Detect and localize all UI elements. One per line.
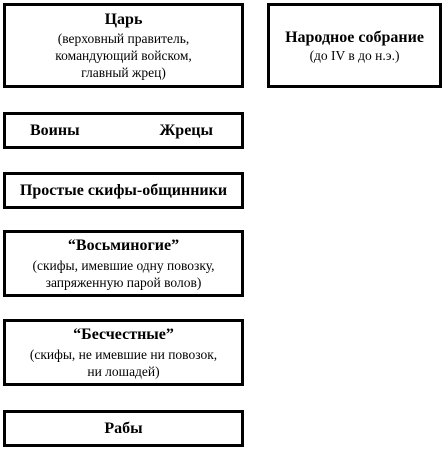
- dishonored-title: “Бесчестные”: [73, 326, 174, 343]
- dishonored-desc-line-2: ни лошадей): [87, 364, 160, 379]
- assembly-box: Народное собрание (до IV в до н.э.): [267, 3, 442, 88]
- warriors-priests-box: Воины Жрецы: [3, 112, 244, 149]
- tsar-desc-line-3: главный жрец): [81, 65, 166, 80]
- tsar-desc-line-2: командующий войском,: [55, 48, 192, 63]
- warriors-label: Воины: [30, 122, 80, 139]
- assembly-note: (до IV в до н.э.): [309, 47, 400, 63]
- assembly-title: Народное собрание: [285, 28, 424, 46]
- tsar-title: Царь: [104, 11, 143, 28]
- tsar-desc-line-1: (верховный правитель,: [57, 31, 190, 46]
- commoners-title: Простые скифы-общинники: [19, 182, 228, 199]
- slaves-title: Рабы: [104, 420, 143, 437]
- eight-legged-title: “Восьминогие”: [67, 237, 180, 254]
- eight-legged-desc-line-2: запряженную парой волов): [45, 275, 202, 290]
- dishonored-box: “Бесчестные” (скифы, не имевшие ни повоз…: [3, 319, 244, 386]
- priests-label: Жрецы: [159, 122, 213, 139]
- commoners-box: Простые скифы-общинники: [3, 172, 244, 209]
- tsar-box: Царь (верховный правитель, командующий в…: [3, 3, 244, 88]
- dishonored-desc-line-1: (скифы, не имевшие ни повозок,: [29, 347, 218, 362]
- eight-legged-desc-line-1: (скифы, имевшие одну повозку,: [32, 258, 215, 273]
- eight-legged-box: “Восьминогие” (скифы, имевшие одну повоз…: [3, 230, 244, 297]
- slaves-box: Рабы: [3, 410, 244, 447]
